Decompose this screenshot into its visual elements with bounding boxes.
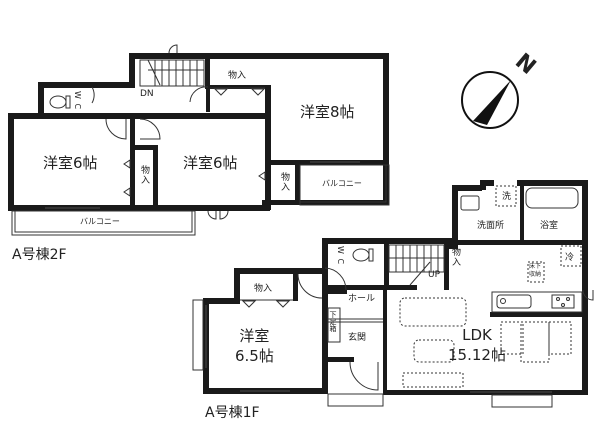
lines-1f [192, 185, 594, 408]
lines-2f [11, 44, 390, 236]
bathroom-label: 浴室 [540, 221, 559, 231]
room-western-65-name: 洋室 [239, 327, 270, 345]
stairs-down-label: DN [140, 89, 154, 99]
hall-label: ホール [348, 294, 376, 304]
washer-label: 洗 [502, 192, 512, 202]
walls-2f [8, 53, 389, 211]
floor-2f-title: A号棟2F [12, 247, 67, 263]
room-ldk-name: LDK [462, 326, 492, 344]
closet-right-label: 物入 [279, 172, 289, 192]
fridge-label: 冷 [565, 253, 575, 263]
room-ldk-size: 15.12帖 [448, 346, 506, 364]
room-western-65: 洋室 6.5帖 [235, 326, 274, 366]
wc-1f-label: W C [336, 246, 345, 266]
stairs-up-label: UP [428, 270, 441, 280]
closet-top-label: 物入 [228, 71, 247, 81]
shoe-box-label: 下足箱 [329, 311, 337, 332]
underfloor-storage-label: 床下収納 [529, 263, 542, 278]
room-western-65-size: 6.5帖 [235, 347, 274, 365]
balcony-left-label: バルコニー [80, 217, 120, 226]
entrance-label: 玄関 [348, 333, 367, 343]
closet-mid-label: 物入 [139, 165, 149, 185]
closet-1f-label: 物入 [254, 284, 273, 294]
balcony-right-label: バルコニー [322, 179, 362, 188]
compass-icon [461, 71, 519, 129]
wc-2f-label: W C [73, 91, 82, 111]
washroom-label: 洗面所 [477, 221, 505, 231]
room-western-6-left: 洋室6帖 [43, 154, 98, 172]
room-ldk: LDK 15.12帖 [448, 325, 506, 365]
room-western-6-right: 洋室6帖 [183, 154, 238, 172]
floor-1f-title: A号棟1F [205, 405, 260, 421]
room-western-8: 洋室8帖 [300, 103, 355, 121]
closet-stairs-label: 物入 [450, 247, 460, 267]
